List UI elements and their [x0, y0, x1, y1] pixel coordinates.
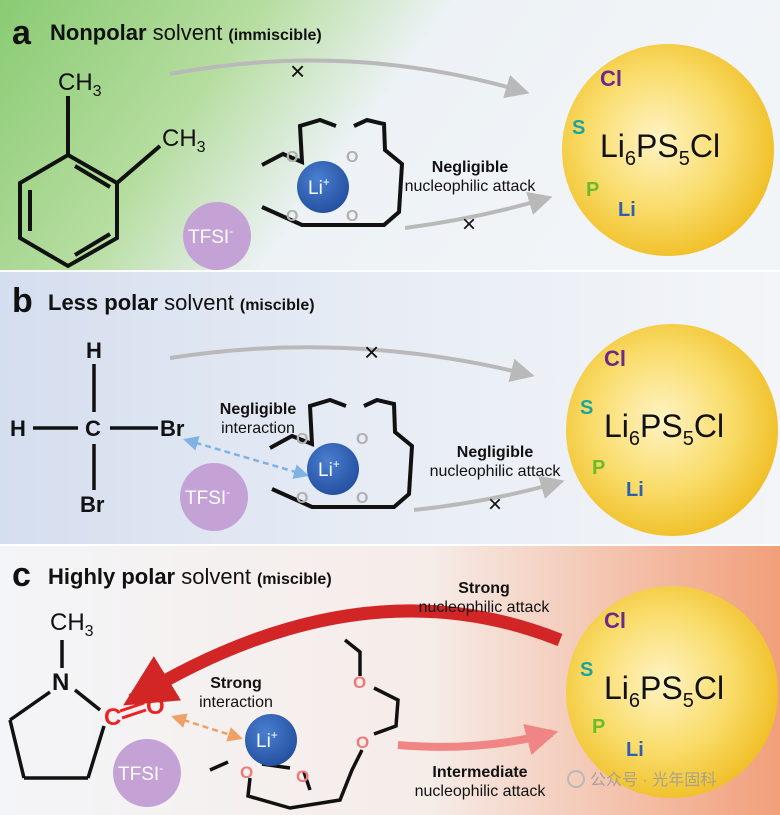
panel-c-interaction-arrow — [171, 713, 243, 742]
panel-b-cross-top: × — [364, 337, 379, 367]
sphere-a-cl: Cl — [600, 66, 622, 91]
crown-o-2: O — [346, 149, 358, 166]
panel-a-attack-arrow — [404, 191, 553, 230]
dbm-h-top: H — [86, 338, 102, 363]
electrolyte-sphere-a — [562, 44, 774, 256]
panel-a-title: Nonpolar solvent(immiscible) — [50, 20, 322, 45]
panel-c-title: Highly polar solvent(miscible) — [48, 564, 332, 589]
electrolyte-sphere-c — [566, 586, 778, 798]
panel-a-attack-label-1: Negligible — [432, 159, 509, 176]
panel-c-letter: c — [12, 556, 31, 594]
wechat-icon — [567, 770, 585, 788]
crown-c-o-3: O — [296, 767, 309, 786]
panel-c-intermediate-1: Intermediate — [432, 764, 527, 781]
panel-a-cross-bottom: × — [462, 211, 476, 238]
panel-c: c Highly polar solvent(miscible) CH3 N C… — [0, 546, 780, 815]
crown-o-1: O — [286, 149, 298, 166]
li-ion-a-label: Li+ — [308, 175, 330, 199]
panel-a-solvent-arrow — [169, 58, 530, 99]
dbm-c: C — [85, 416, 101, 441]
sphere-b-p: P — [592, 457, 605, 479]
li-ion-b — [307, 443, 359, 495]
sphere-b-cl: Cl — [604, 346, 626, 371]
crown-c-o-2: O — [356, 733, 369, 752]
panel-a-attack-label-2: nucleophilic attack — [405, 178, 537, 195]
electrolyte-sphere-b — [566, 324, 778, 536]
panel-a: a Nonpolar solvent(immiscible) CH3 CH3 ×… — [0, 0, 780, 270]
watermark-text: 公众号 · 光年固科 — [590, 771, 716, 789]
panel-a-cross-top: × — [290, 56, 305, 86]
tfsi-label-c: TFSI- — [118, 761, 163, 785]
panel-c-strong-attack-2: nucleophilic attack — [419, 599, 551, 616]
crown-o-4: O — [346, 208, 358, 225]
panel-c-strong-attack-arrow — [123, 604, 563, 706]
sphere-b-li: Li — [626, 479, 644, 501]
dbm-br-bottom: Br — [80, 492, 105, 517]
watermark: 公众号 · 光年固科 — [567, 770, 716, 789]
panel-b-interaction-label-1: Negligible — [220, 401, 297, 418]
li-ion-c-label: Li+ — [256, 728, 278, 752]
tfsi-label-b: TFSI- — [185, 485, 230, 509]
crown-b-o-1: O — [296, 431, 308, 448]
nmp-molecule — [8, 640, 106, 780]
sphere-a-li: Li — [618, 199, 636, 221]
crown-c-o-1: O — [353, 673, 366, 692]
electrolyte-formula-a: Li6PS5Cl — [600, 128, 720, 170]
crown-ether-complex-b: O O O O Li+ — [269, 397, 415, 509]
panel-c-interaction-label-2: interaction — [199, 694, 273, 711]
panel-b-interaction-arrow — [183, 436, 309, 479]
panel-b-attack-label-2: nucleophilic attack — [430, 463, 562, 480]
dibromomethane-molecule — [33, 364, 158, 490]
electrolyte-formula-c: Li6PS5Cl — [604, 670, 724, 712]
panel-b-attack-arrow — [413, 475, 565, 512]
panel-c-strong-attack-1: Strong — [458, 580, 510, 597]
dbm-br-right: Br — [160, 416, 185, 441]
panel-c-interaction-label-1: Strong — [210, 675, 262, 692]
nmp-ch3: CH3 — [50, 609, 94, 640]
panel-c-intermediate-2: nucleophilic attack — [415, 783, 547, 800]
electrolyte-formula-b: Li6PS5Cl — [604, 408, 724, 450]
panel-b-solvent-arrow — [169, 345, 535, 382]
sphere-b-s: S — [580, 397, 593, 419]
panel-b-title: Less polar solvent(miscible) — [48, 290, 315, 315]
crown-o-3: O — [286, 208, 298, 225]
nmp-c: C — [104, 704, 121, 731]
panel-c-intermediate-arrow — [397, 724, 559, 755]
panel-b: b Less polar solvent(miscible) H H C Br … — [0, 272, 780, 544]
li-ion-a — [297, 161, 349, 213]
sphere-c-li: Li — [626, 739, 644, 761]
tfsi-ion-b — [180, 463, 248, 531]
crown-ether-complex-c: O O O O Li+ — [209, 638, 400, 810]
xylene-ch3-side: CH3 — [162, 125, 206, 156]
tfsi-ion-c — [113, 739, 181, 807]
sphere-c-s: S — [580, 659, 593, 681]
panel-b-letter: b — [12, 282, 33, 320]
sphere-c-p: P — [592, 716, 605, 738]
panel-b-interaction-label-2: interaction — [221, 420, 295, 437]
tfsi-label-a: TFSI- — [188, 224, 233, 248]
crown-b-o-4: O — [356, 490, 368, 507]
crown-c-o-4: O — [240, 763, 253, 782]
panel-a-letter: a — [12, 14, 32, 52]
panel-b-attack-label-1: Negligible — [457, 444, 534, 461]
sphere-c-cl: Cl — [604, 608, 626, 633]
tfsi-ion-a — [183, 202, 251, 270]
panel-b-cross-bottom: × — [488, 491, 502, 518]
li-ion-c — [245, 714, 297, 766]
li-ion-b-label: Li+ — [318, 457, 340, 481]
nmp-n: N — [52, 669, 69, 696]
dbm-h-left: H — [10, 416, 26, 441]
xylene-ch3-top: CH3 — [58, 69, 102, 100]
sphere-a-p: P — [586, 179, 599, 201]
crown-b-o-3: O — [296, 490, 308, 507]
crown-b-o-2: O — [356, 431, 368, 448]
crown-ether-complex-a: O O O O Li+ — [261, 117, 405, 227]
o-xylene-molecule — [18, 96, 162, 269]
sphere-a-s: S — [572, 117, 585, 139]
